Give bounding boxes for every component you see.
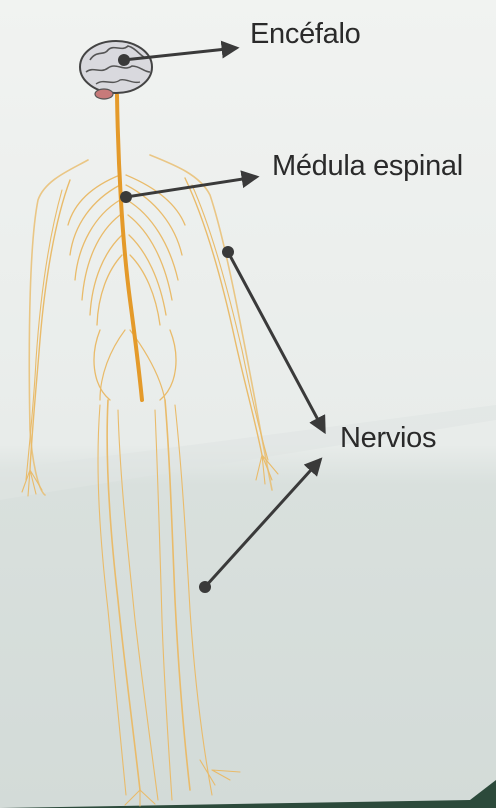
label-nerves: Nervios — [340, 422, 436, 455]
label-spinal-cord: Médula espinal — [272, 150, 463, 183]
label-brain: Encéfalo — [250, 18, 360, 51]
